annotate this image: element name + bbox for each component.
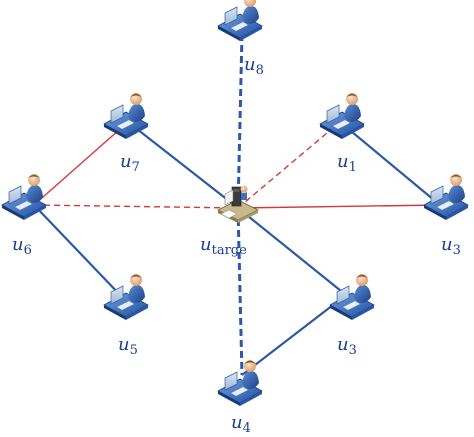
user-workstation-icon [329,273,375,321]
node-label-main: u [12,234,24,255]
node-label-u8: u8 [244,54,264,78]
node-label-u7: u7 [120,151,140,175]
node-u6: u6 [1,173,47,258]
node-label-subscript: 5 [130,343,138,358]
node-label-main: u [337,334,349,355]
node-label-main: u [200,234,212,255]
node-label-u6: u6 [12,234,32,258]
node-label-subscript: 4 [243,421,251,436]
user-workstation-icon [319,92,365,140]
node-u5: u5 [103,273,149,358]
node-u7: u7 [103,92,149,175]
node-label-u3_right: u3 [441,234,461,258]
edge-u7-utarget [127,121,239,209]
target-computer-icon [217,185,259,224]
node-u3_right: u3 [423,173,469,258]
node-label-subscript: 3 [349,343,357,358]
edge-utarget-u3_lower [237,207,347,296]
edge-utarget-u4 [236,207,244,376]
edges-layer [33,33,441,376]
node-label-main: u [244,54,256,75]
edge-u1-u3_right [339,121,441,206]
node-label-main: u [120,151,132,172]
node-label-subscript: 1 [349,160,357,175]
node-label-main: u [118,334,130,355]
node-label-u3_lower: u3 [337,334,357,358]
user-workstation-icon [1,173,47,221]
node-label-subscript: 8 [256,63,264,78]
node-u8: u8 [217,0,264,78]
node-label-subscript: 3 [453,243,461,258]
user-workstation-icon [217,359,263,407]
node-utarget: utarge [200,185,259,258]
node-label-u1: u1 [337,151,357,175]
edge-u8-utarget [236,33,244,209]
node-label-u5: u5 [118,334,138,358]
node-label-subscript: 6 [24,243,32,258]
user-workstation-icon [103,273,149,321]
node-label-utarget: utarge [200,234,247,258]
edge-utarget-u1 [237,121,341,209]
edge-u6-u7 [33,121,129,206]
node-label-main: u [441,234,453,255]
node-label-subscript: targe [212,243,248,258]
node-u4: u4 [217,359,263,436]
user-workstation-icon [217,0,263,42]
node-label-main: u [231,412,243,433]
edge-utarget-u3_right [237,204,441,209]
edge-u3_lower-u4 [241,294,347,376]
node-label-main: u [337,151,349,172]
node-u3_lower: u3 [329,273,375,358]
node-label-subscript: 7 [132,160,140,175]
node-label-u4: u4 [231,412,251,436]
node-u1: u1 [319,92,365,175]
edge-u6-u5 [33,204,123,298]
edge-u6-utarget [33,204,239,209]
